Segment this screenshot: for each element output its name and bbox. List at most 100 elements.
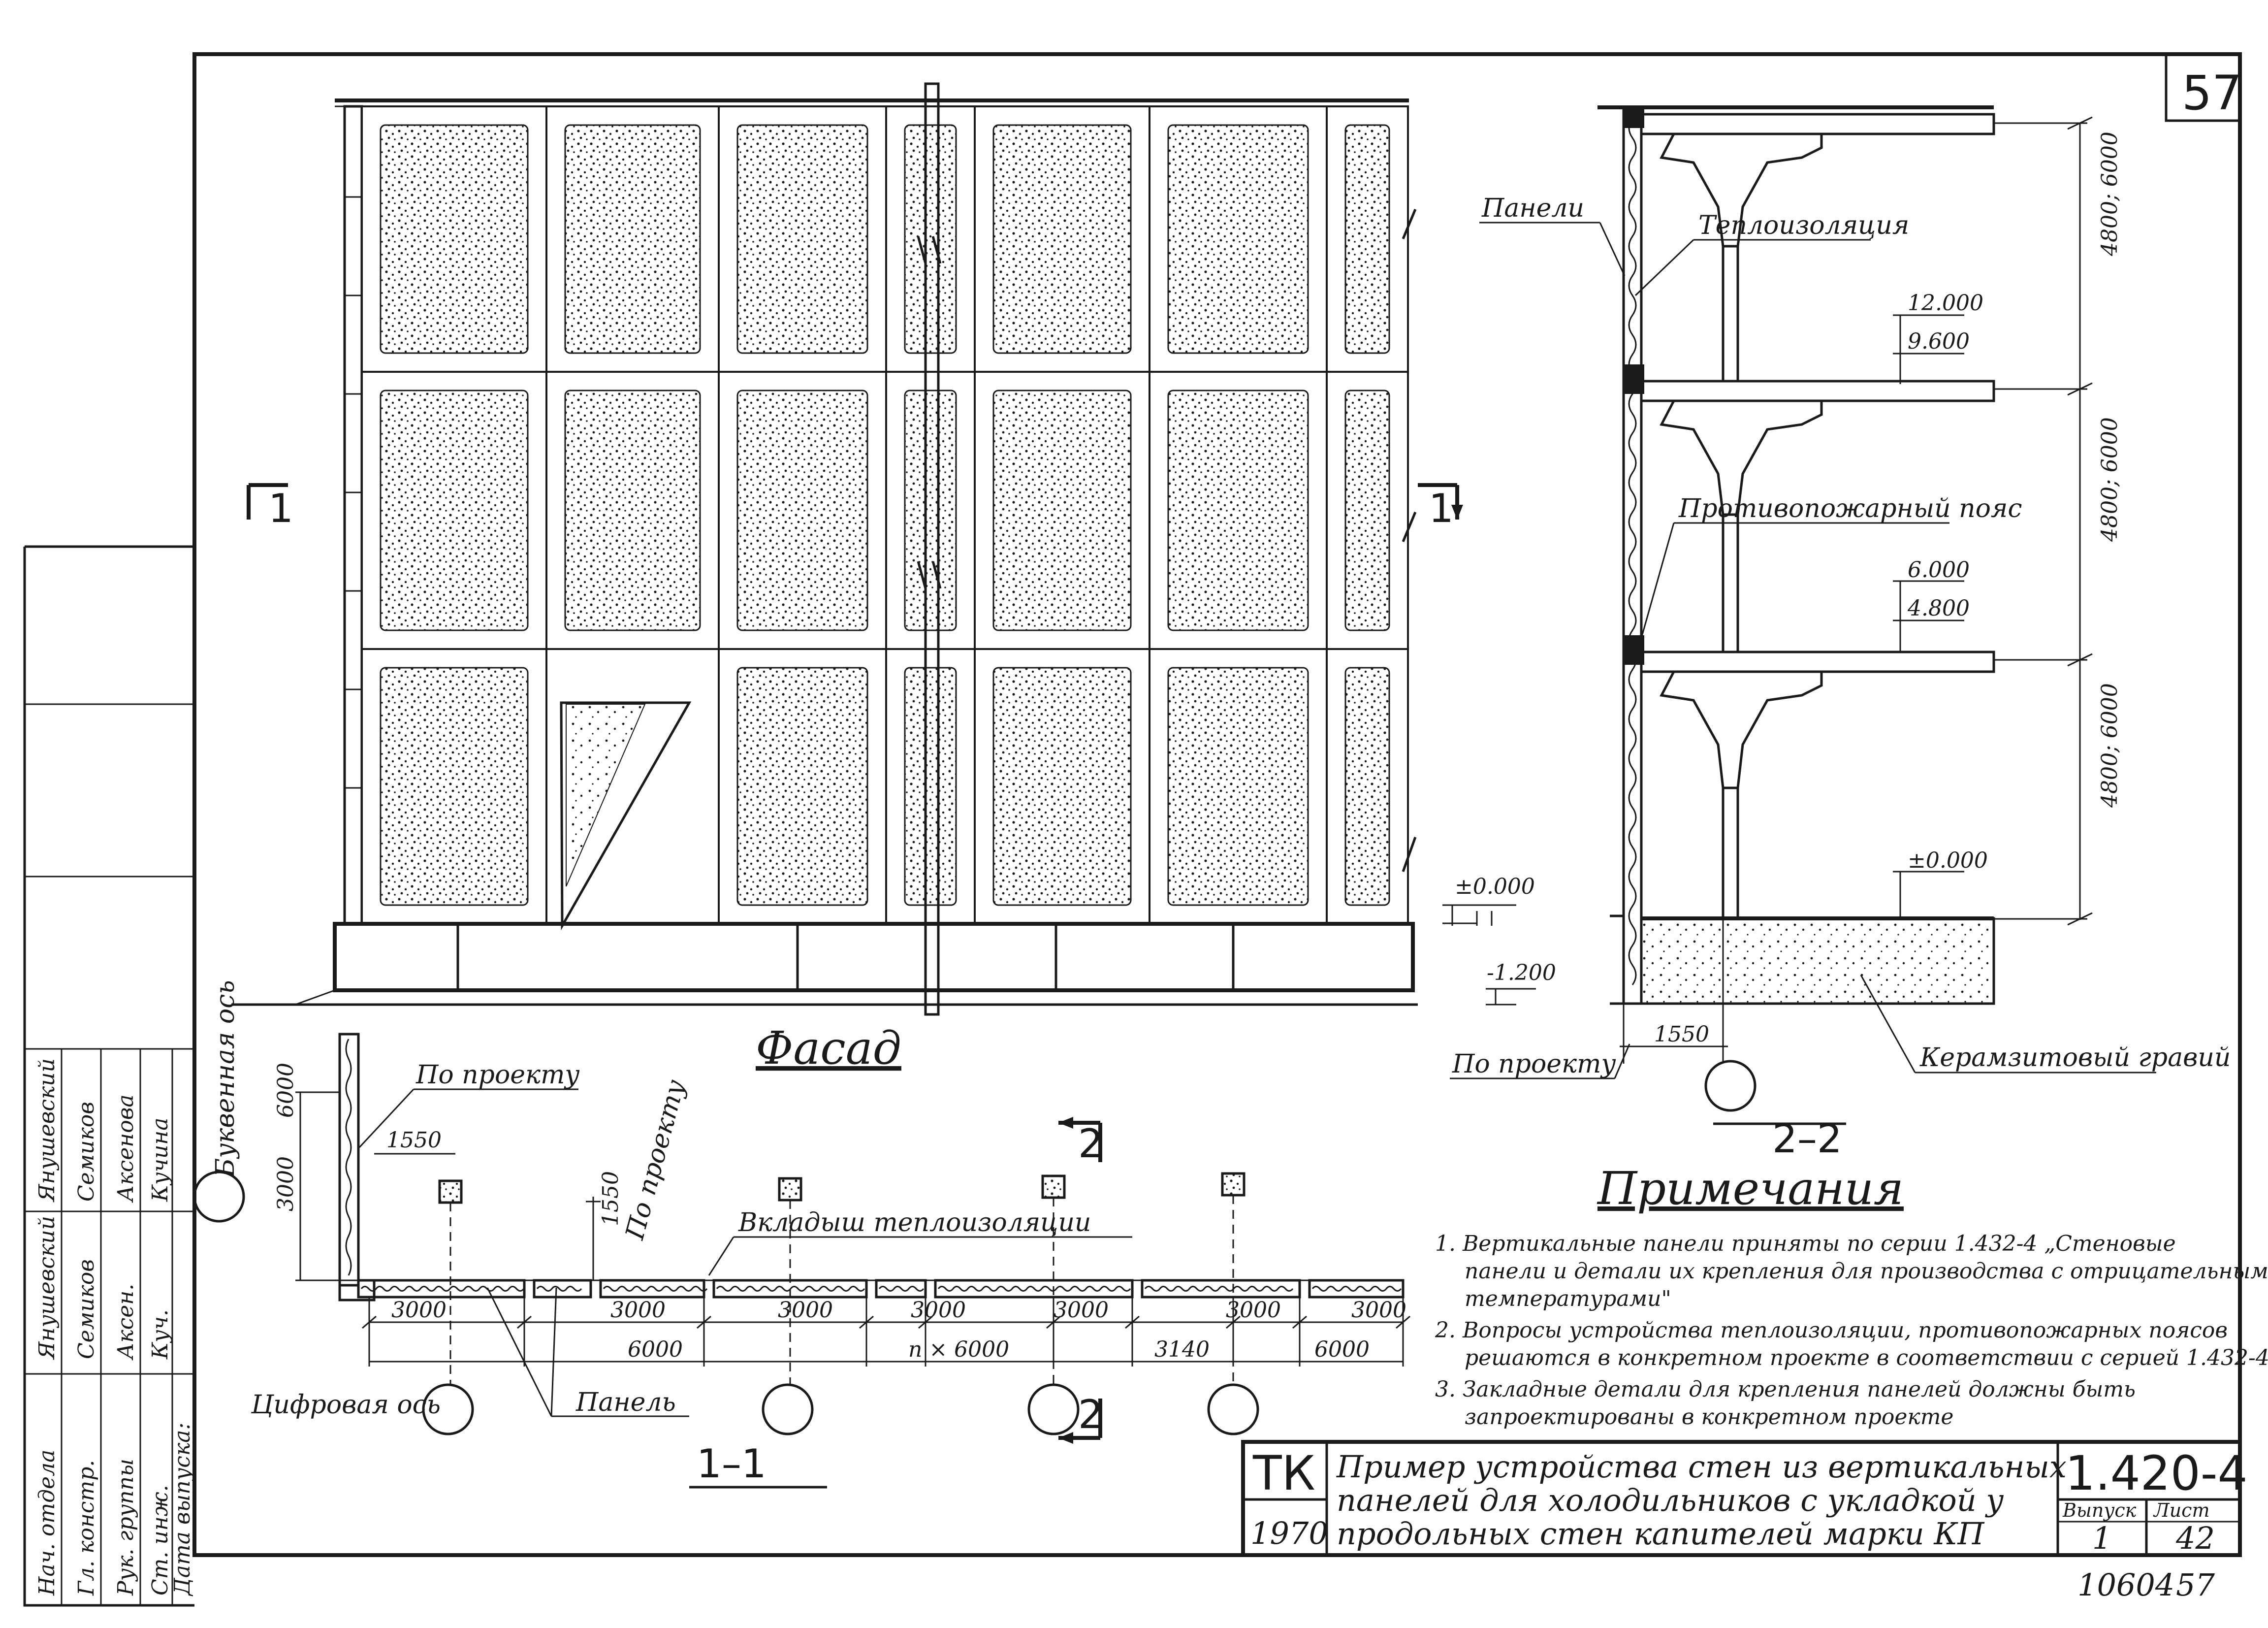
dim-panel-width: 3000 bbox=[778, 1298, 833, 1323]
stamp-sheet-label: Лист bbox=[2153, 1499, 2210, 1521]
label-insulation: Теплоизоляция bbox=[1698, 211, 1909, 240]
stamp-org: ТК bbox=[1252, 1446, 1315, 1501]
label-by-project-plan-right: По проекту bbox=[620, 1077, 691, 1243]
facade-panel-infill bbox=[1167, 667, 1309, 906]
section-mark-left: 1 bbox=[268, 486, 293, 531]
offset-dim: 1550 bbox=[1654, 1022, 1709, 1047]
height-dim-3: 4800; 6000 bbox=[2097, 683, 2122, 808]
archive-number: 10604 bbox=[2077, 1567, 2174, 1603]
side-role-4: Ст. инж. bbox=[148, 1485, 173, 1595]
dim-panel-width: 3000 bbox=[911, 1298, 966, 1323]
drain-pipe bbox=[924, 82, 940, 1016]
side-sign-4: Куч. bbox=[148, 1309, 173, 1360]
stamp-issue: 1 bbox=[2092, 1520, 2111, 1556]
note-line-3: 3. Закладные детали для крепления панеле… bbox=[1435, 1377, 2136, 1402]
side-role-1: Нач. отдела bbox=[34, 1450, 60, 1596]
facade-panel-infill bbox=[1344, 667, 1390, 906]
facade-panel-infill bbox=[1167, 124, 1309, 354]
stamp-description-line: Пример устройства стен из вертикальных bbox=[1336, 1449, 2067, 1485]
facade-panel-infill bbox=[1344, 124, 1390, 354]
side-role-3: Рук. группы bbox=[113, 1459, 138, 1596]
title-block: ТК 1970 Пример устройства стен из вертик… bbox=[1241, 1440, 2248, 1557]
section-2-2: 4800; 6000 4800; 6000 4800; 6000 12.000 … bbox=[1450, 105, 2231, 1162]
axis-bubble-digit-1 bbox=[422, 1383, 474, 1435]
sheet-frame bbox=[192, 52, 2242, 1557]
label-by-project-section: По проекту bbox=[1452, 1049, 1616, 1079]
cut-mark-top: 2 bbox=[1078, 1121, 1103, 1167]
side-name-3: Аксенова bbox=[113, 1094, 138, 1203]
side-stamp: Нач. отдела Гл. констр. Рук. группы Ст. … bbox=[23, 545, 195, 1607]
height-dim-2: 4800; 6000 bbox=[2097, 417, 2122, 542]
dim-panel-width: 3000 bbox=[1054, 1298, 1109, 1323]
facade-left-column bbox=[343, 105, 363, 925]
sheet-number-box bbox=[2165, 54, 2240, 122]
facade-panel-grid bbox=[361, 105, 1409, 925]
note-line-2: 2. Вопросы устройства теплоизоляции, про… bbox=[1435, 1318, 2228, 1343]
claydite-fill bbox=[1640, 917, 1995, 1005]
column-capitals bbox=[1660, 132, 1823, 918]
slab-top bbox=[1640, 113, 1995, 135]
dim-span: 6000 bbox=[1314, 1337, 1370, 1362]
side-footer: Дата выпуска: bbox=[170, 1423, 195, 1596]
side-sign-2: Семиков bbox=[74, 1259, 99, 1359]
side-sign-3: Аксен. bbox=[113, 1284, 138, 1361]
facade-panel-infill bbox=[904, 124, 957, 354]
stamp-issue-label: Выпуск bbox=[2062, 1499, 2137, 1521]
plan-column bbox=[438, 1179, 463, 1204]
section-1-1-title: 1–1 bbox=[697, 1441, 767, 1487]
axis-bubble-digit-3 bbox=[1027, 1383, 1080, 1435]
level-zero-facade: ±0.000 bbox=[1455, 874, 1535, 899]
facade-panel-infill bbox=[736, 390, 868, 631]
facade-panel-infill bbox=[992, 124, 1132, 354]
plinth bbox=[333, 922, 1415, 992]
plan-column bbox=[1221, 1172, 1246, 1197]
side-name-4: Кучина bbox=[148, 1118, 173, 1203]
axis-bubble-letter bbox=[193, 1171, 245, 1223]
label-insert: Вкладыш теплоизоляции bbox=[738, 1208, 1091, 1237]
facade-title: Фасад bbox=[756, 1022, 901, 1074]
label-panels: Панели bbox=[1481, 194, 1584, 223]
stamp-year: 1970 bbox=[1250, 1515, 1328, 1551]
dim-side-1550-b: 1550 bbox=[598, 1171, 623, 1226]
section-1-1: 3000 6000 1550 1550 По проекту По проект… bbox=[193, 980, 1410, 1489]
slab-middle bbox=[1640, 380, 1995, 402]
level-4800: 4.800 bbox=[1907, 596, 1970, 621]
label-claydite-1: Керамзитовый гравий bbox=[1919, 1043, 2231, 1073]
side-sign-1: Янушевский bbox=[34, 1216, 60, 1360]
axis-bubble-section bbox=[1704, 1060, 1757, 1112]
note-line-1: 1. Вертикальные панели приняты по серии … bbox=[1435, 1231, 2176, 1256]
facade-panel-infill bbox=[1344, 390, 1390, 631]
note-line-1: температурами" bbox=[1465, 1286, 1671, 1311]
level-minus-facade: -1.200 bbox=[1487, 960, 1556, 985]
plan-column bbox=[1041, 1174, 1066, 1199]
label-fire-belt: Противопожарный пояс bbox=[1678, 494, 2022, 523]
stamp-description-line: панелей для холодильников с укладкой у bbox=[1337, 1482, 2004, 1518]
note-line-1: панели и детали их крепления для произво… bbox=[1465, 1259, 2268, 1284]
facade-panel-infill bbox=[380, 124, 529, 354]
facade-panel-infill bbox=[904, 390, 957, 631]
plan-columns bbox=[438, 1172, 1246, 1385]
facade-panel-infill bbox=[380, 390, 529, 631]
archive-sheet: 57 bbox=[2176, 1567, 2215, 1603]
facade-panel-infill bbox=[736, 124, 868, 354]
dim-panel-width: 3000 bbox=[391, 1298, 447, 1323]
plan-panel-strip bbox=[340, 1279, 1405, 1299]
side-name-2: Семиков bbox=[74, 1102, 99, 1202]
corner-panel-vertical bbox=[338, 1033, 360, 1287]
plan-panel bbox=[1141, 1279, 1301, 1299]
height-dim-1: 4800; 6000 bbox=[2097, 131, 2122, 257]
label-digit-axis: Цифровая ось bbox=[251, 1390, 441, 1420]
sheet-number: 57 bbox=[2182, 65, 2242, 121]
wall-panel-section bbox=[1622, 106, 1643, 1005]
facade-panel-infill bbox=[1167, 390, 1309, 631]
dim-side-3000: 3000 bbox=[273, 1156, 298, 1211]
dim-span: 3140 bbox=[1154, 1337, 1210, 1362]
dim-panel-width: 3000 bbox=[610, 1298, 666, 1323]
side-name-1: Янушевский bbox=[34, 1058, 60, 1203]
label-letter-axis: Буквенная ось bbox=[211, 980, 240, 1177]
note-line-2: решаются в конкретном проекте в соответс… bbox=[1465, 1345, 2268, 1370]
facade-panel-infill bbox=[380, 667, 529, 906]
note-line-3: запроектированы в конкретном проекте bbox=[1465, 1404, 1953, 1430]
stamp-series: 1.420-4 bbox=[2065, 1446, 2248, 1501]
